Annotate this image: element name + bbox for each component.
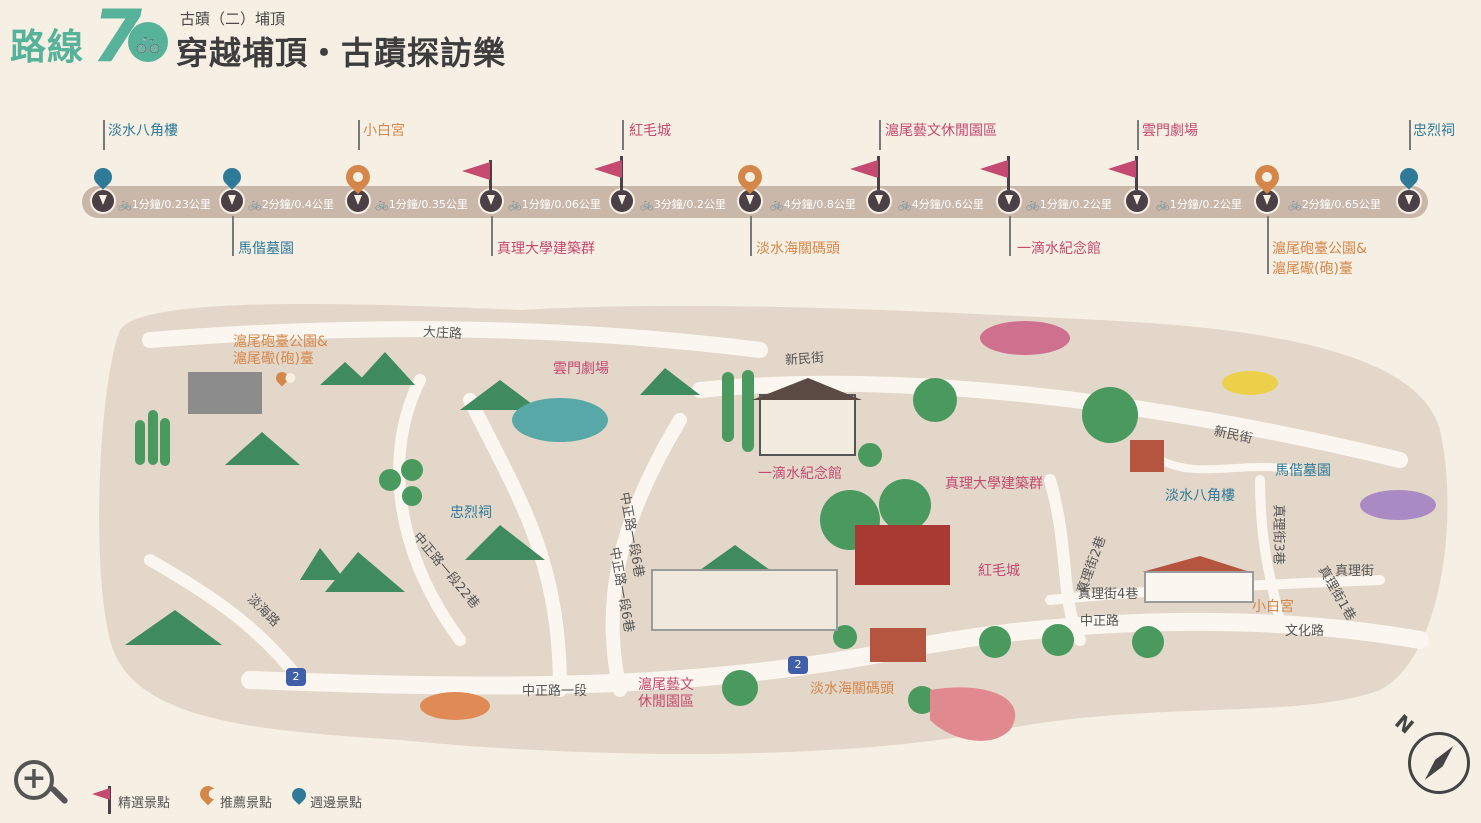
featured-flag-icon	[1135, 156, 1138, 190]
place-yidishui[interactable]: 一滴水紀念館	[758, 466, 842, 482]
buildings	[188, 372, 1254, 741]
leader-line	[1267, 216, 1269, 274]
zoom-in-button[interactable]: +	[14, 760, 54, 800]
timeline-node[interactable]	[219, 188, 245, 214]
featured-flag-icon	[489, 160, 492, 190]
route-title: 穿越埔頂・古蹟探訪樂	[176, 34, 507, 72]
route-subtitle: 古蹟（二）埔頂	[180, 10, 286, 28]
leader-line	[358, 120, 360, 150]
segment-label: 🚲1分鐘/0.2公里	[1026, 198, 1112, 211]
segment-label: 🚲3分鐘/0.2公里	[640, 198, 726, 211]
stop-label-fort-park[interactable]: 滬尾砲臺公園&	[1272, 241, 1367, 257]
stop-label-mackay-cemetery[interactable]: 馬偕墓園	[238, 241, 294, 257]
bicycle-icon: 🚲	[128, 22, 168, 62]
legend-nearby: 週邊景點	[310, 796, 363, 811]
stop-label-customs-wharf[interactable]: 淡水海關碼頭	[756, 241, 840, 257]
place-mackay-cemetery[interactable]: 馬偕墓園	[1275, 463, 1331, 479]
stop-label-aletheia[interactable]: 真理大學建築群	[497, 241, 595, 257]
leader-line	[1409, 120, 1411, 150]
stop-label-art-park[interactable]: 滬尾藝文休閒園區	[885, 123, 997, 139]
leader-line	[622, 120, 624, 150]
legend-featured: 精選景點	[118, 796, 171, 811]
road-label: 文化路	[1285, 624, 1325, 639]
compass-icon	[1408, 732, 1470, 794]
stop-label-martyrs-shrine[interactable]: 忠烈祠	[1413, 123, 1455, 139]
hills	[125, 352, 770, 645]
place-aletheia[interactable]: 真理大學建築群	[945, 476, 1043, 492]
segment-label: 🚲2分鐘/0.4公里	[248, 198, 334, 211]
place-fort[interactable]: 滬尾礮(砲)臺	[233, 351, 314, 367]
leader-line	[232, 216, 234, 256]
road-label: 新民街	[784, 350, 825, 369]
segment-label: 🚲4分鐘/0.6公里	[898, 198, 984, 211]
leader-line	[1009, 216, 1011, 256]
place-octagon-tower[interactable]: 淡水八角樓	[1165, 488, 1235, 504]
road-label: 中正路	[1080, 614, 1120, 629]
road-label: 真理街3巷	[1270, 504, 1286, 565]
segment-label: 🚲4分鐘/0.8公里	[770, 198, 856, 211]
place-customs-wharf[interactable]: 淡水海關碼頭	[810, 681, 894, 697]
place-fort-park[interactable]: 滬尾砲臺公園&	[233, 334, 328, 350]
route-label: 路線	[10, 27, 85, 68]
route-shield-icon: 2	[788, 656, 808, 674]
leader-line	[879, 120, 881, 150]
timeline-node[interactable]	[866, 188, 892, 214]
stop-label-yidishui[interactable]: 一滴水紀念館	[1017, 241, 1101, 257]
place-cloud-gate[interactable]: 雲門劇場	[553, 361, 609, 377]
route-shield-icon: 2	[286, 668, 306, 686]
stop-label-octagon-tower[interactable]: 淡水八角樓	[108, 123, 178, 139]
segment-label: 🚲1分鐘/0.06公里	[508, 198, 601, 211]
legend-recommended: 推薦景點	[220, 796, 273, 811]
featured-flag-icon	[877, 156, 880, 190]
trees	[135, 370, 1164, 714]
leader-line	[750, 216, 752, 256]
segment-label: 🚲1分鐘/0.35公里	[375, 198, 468, 211]
road-label: 中正路一段	[522, 684, 588, 699]
segment-label: 🚲1分鐘/0.23公里	[118, 198, 211, 211]
featured-flag-icon	[108, 786, 111, 814]
segment-label: 🚲1分鐘/0.2公里	[1156, 198, 1242, 211]
leader-line	[491, 216, 493, 256]
timeline-node[interactable]	[1124, 188, 1150, 214]
place-white-house[interactable]: 小白宮	[1252, 599, 1294, 615]
timeline-node[interactable]	[478, 188, 504, 214]
road-label: 大庄路	[422, 324, 463, 343]
leader-line	[103, 120, 105, 150]
stop-label-fort[interactable]: 滬尾礮(砲)臺	[1272, 261, 1353, 277]
place-red-fort[interactable]: 紅毛城	[978, 563, 1020, 579]
clouds	[420, 321, 1436, 720]
featured-flag-icon	[1007, 156, 1010, 190]
stop-label-red-fort[interactable]: 紅毛城	[629, 123, 671, 139]
stop-label-white-house[interactable]: 小白宮	[363, 123, 405, 139]
stop-label-cloud-gate[interactable]: 雲門劇場	[1142, 123, 1198, 139]
timeline-node[interactable]	[90, 188, 116, 214]
timeline-node[interactable]	[1396, 188, 1422, 214]
timeline-node[interactable]	[609, 188, 635, 214]
place-art-park-line2[interactable]: 休閒園區	[638, 694, 694, 710]
timeline-node[interactable]	[996, 188, 1022, 214]
segment-label: 🚲2分鐘/0.65公里	[1288, 198, 1381, 211]
leader-line	[1137, 120, 1139, 150]
place-art-park-line1[interactable]: 滬尾藝文	[638, 677, 694, 693]
road-label: 真理街	[1335, 564, 1375, 579]
place-martyrs-shrine[interactable]: 忠烈祠	[450, 505, 492, 521]
road-label: 真理街4巷	[1078, 587, 1139, 602]
